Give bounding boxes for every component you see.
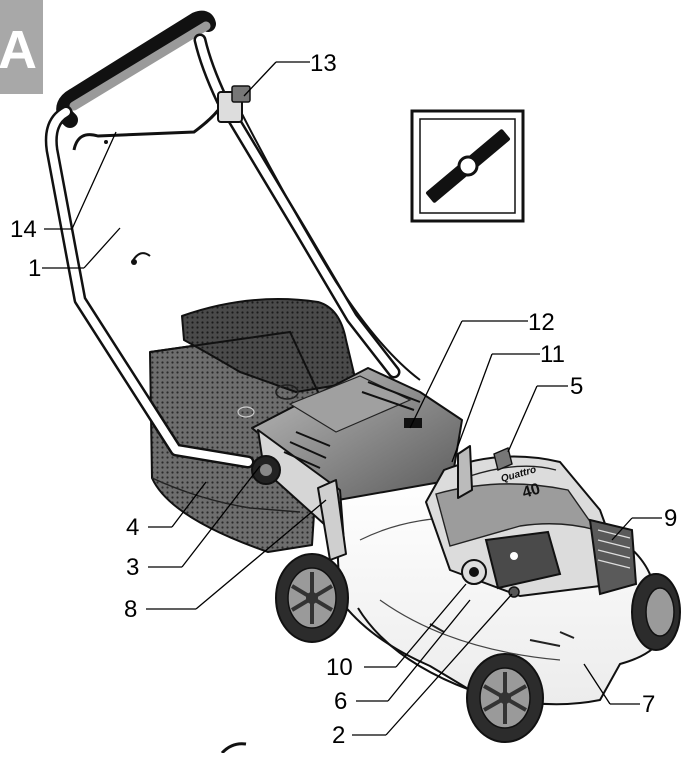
callout-12: 12 [528,309,555,336]
mower-blade-icon [410,109,525,223]
callout-1: 1 [28,255,41,282]
callout-2: 2 [332,722,345,749]
callout-8: 8 [124,596,137,623]
callout-10: 10 [326,654,353,681]
rear-left-wheel [275,553,349,643]
push-handle [44,10,421,469]
engine-model-label: 40 [520,481,542,502]
callout-4: 4 [126,514,139,541]
callout-11: 11 [540,341,565,368]
panel-letter: A [0,20,37,80]
front-right-wheel [631,573,681,651]
callout-numbers: 13 14 1 12 11 5 9 4 3 8 10 6 2 7 [10,50,677,749]
callout-13: 13 [310,50,337,77]
callout-5: 5 [570,373,583,400]
leader-lines [42,61,662,736]
front-left-wheel [466,653,544,743]
rear-cover [251,367,463,543]
callout-3: 3 [126,554,139,581]
callout-7: 7 [642,691,655,718]
callout-14: 14 [10,216,37,243]
engine: Quattro 40 [425,445,638,598]
callout-6: 6 [334,688,347,715]
callout-9: 9 [664,505,677,532]
panel-letter-tab: A [0,0,43,94]
next-figure-edge [220,742,247,755]
